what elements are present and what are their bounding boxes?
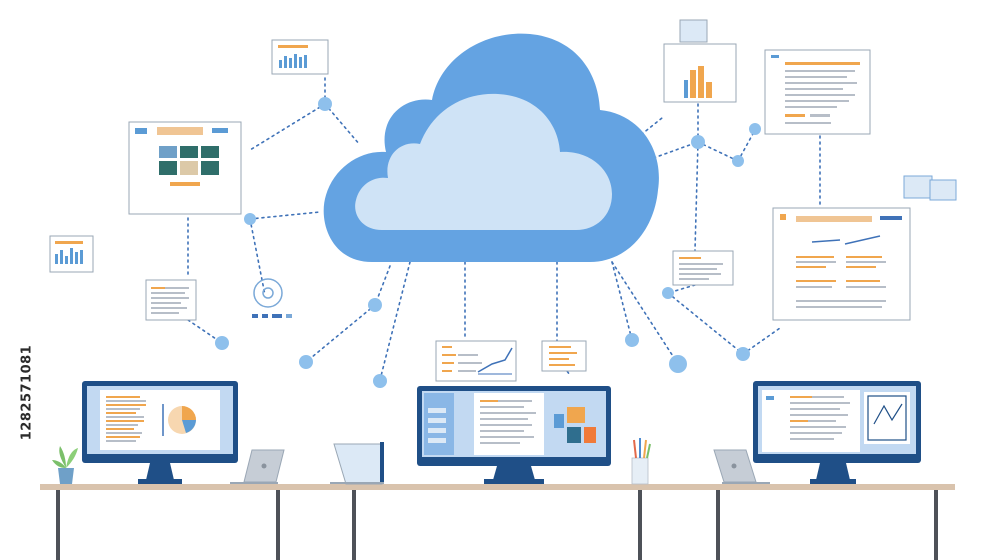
network-node — [662, 287, 674, 299]
monitor-icon — [417, 386, 611, 484]
floating-dashboard-card — [128, 121, 242, 215]
link — [187, 319, 223, 344]
link — [647, 141, 699, 161]
desk-leg — [56, 490, 60, 560]
network-node — [736, 347, 750, 361]
line-chart-icon — [867, 395, 907, 441]
monitor-icon — [82, 381, 238, 484]
network-node — [625, 333, 639, 347]
network-node — [373, 374, 387, 388]
network-node — [691, 135, 705, 149]
laptop-icon — [330, 442, 384, 485]
bar-chart-icon — [279, 54, 307, 68]
network-node — [244, 213, 256, 225]
link — [742, 327, 781, 355]
link — [374, 265, 391, 306]
document-icon — [145, 279, 197, 321]
link — [667, 292, 744, 355]
floating-mini-chart-card — [49, 235, 94, 273]
network-node — [669, 355, 687, 373]
pencil-cup-icon — [631, 438, 651, 485]
link — [611, 261, 679, 365]
bar-chart-icon — [55, 248, 83, 264]
desk — [40, 484, 955, 560]
floating-line-chart-card — [435, 340, 517, 382]
network-node — [732, 155, 744, 167]
desk-leg — [638, 490, 642, 560]
line-chart-icon — [477, 347, 513, 373]
laptop-icon — [713, 449, 770, 484]
floating-mini-card — [903, 175, 957, 201]
floating-report-card — [772, 207, 911, 321]
link — [249, 218, 266, 296]
document-icon — [672, 250, 734, 286]
monitor-icon — [753, 381, 921, 484]
pie-chart-icon — [168, 406, 196, 434]
network-node — [318, 97, 332, 111]
document-icon — [764, 49, 871, 135]
floating-bar-chart-card — [663, 19, 737, 103]
network-node — [749, 123, 761, 135]
link — [324, 103, 361, 146]
link — [379, 261, 411, 381]
network-nodes — [215, 97, 761, 388]
laptop-icon — [230, 449, 285, 484]
link — [305, 304, 376, 363]
document-icon — [541, 340, 587, 372]
bar-chart-icon — [684, 66, 712, 98]
link — [611, 261, 633, 341]
desk-leg — [276, 490, 280, 560]
desk-leg — [716, 490, 720, 560]
link — [249, 211, 321, 220]
plant-icon — [52, 446, 78, 484]
link — [694, 141, 699, 251]
link — [249, 103, 326, 151]
floating-bar-chart-card — [271, 39, 329, 75]
network-node — [299, 355, 313, 369]
network-node — [368, 298, 382, 312]
gear-doodle-icon — [252, 278, 292, 318]
link — [697, 141, 739, 162]
cloud-icon — [323, 33, 659, 262]
network-node — [215, 336, 229, 350]
desk-leg — [934, 490, 938, 560]
desk-leg — [352, 490, 356, 560]
